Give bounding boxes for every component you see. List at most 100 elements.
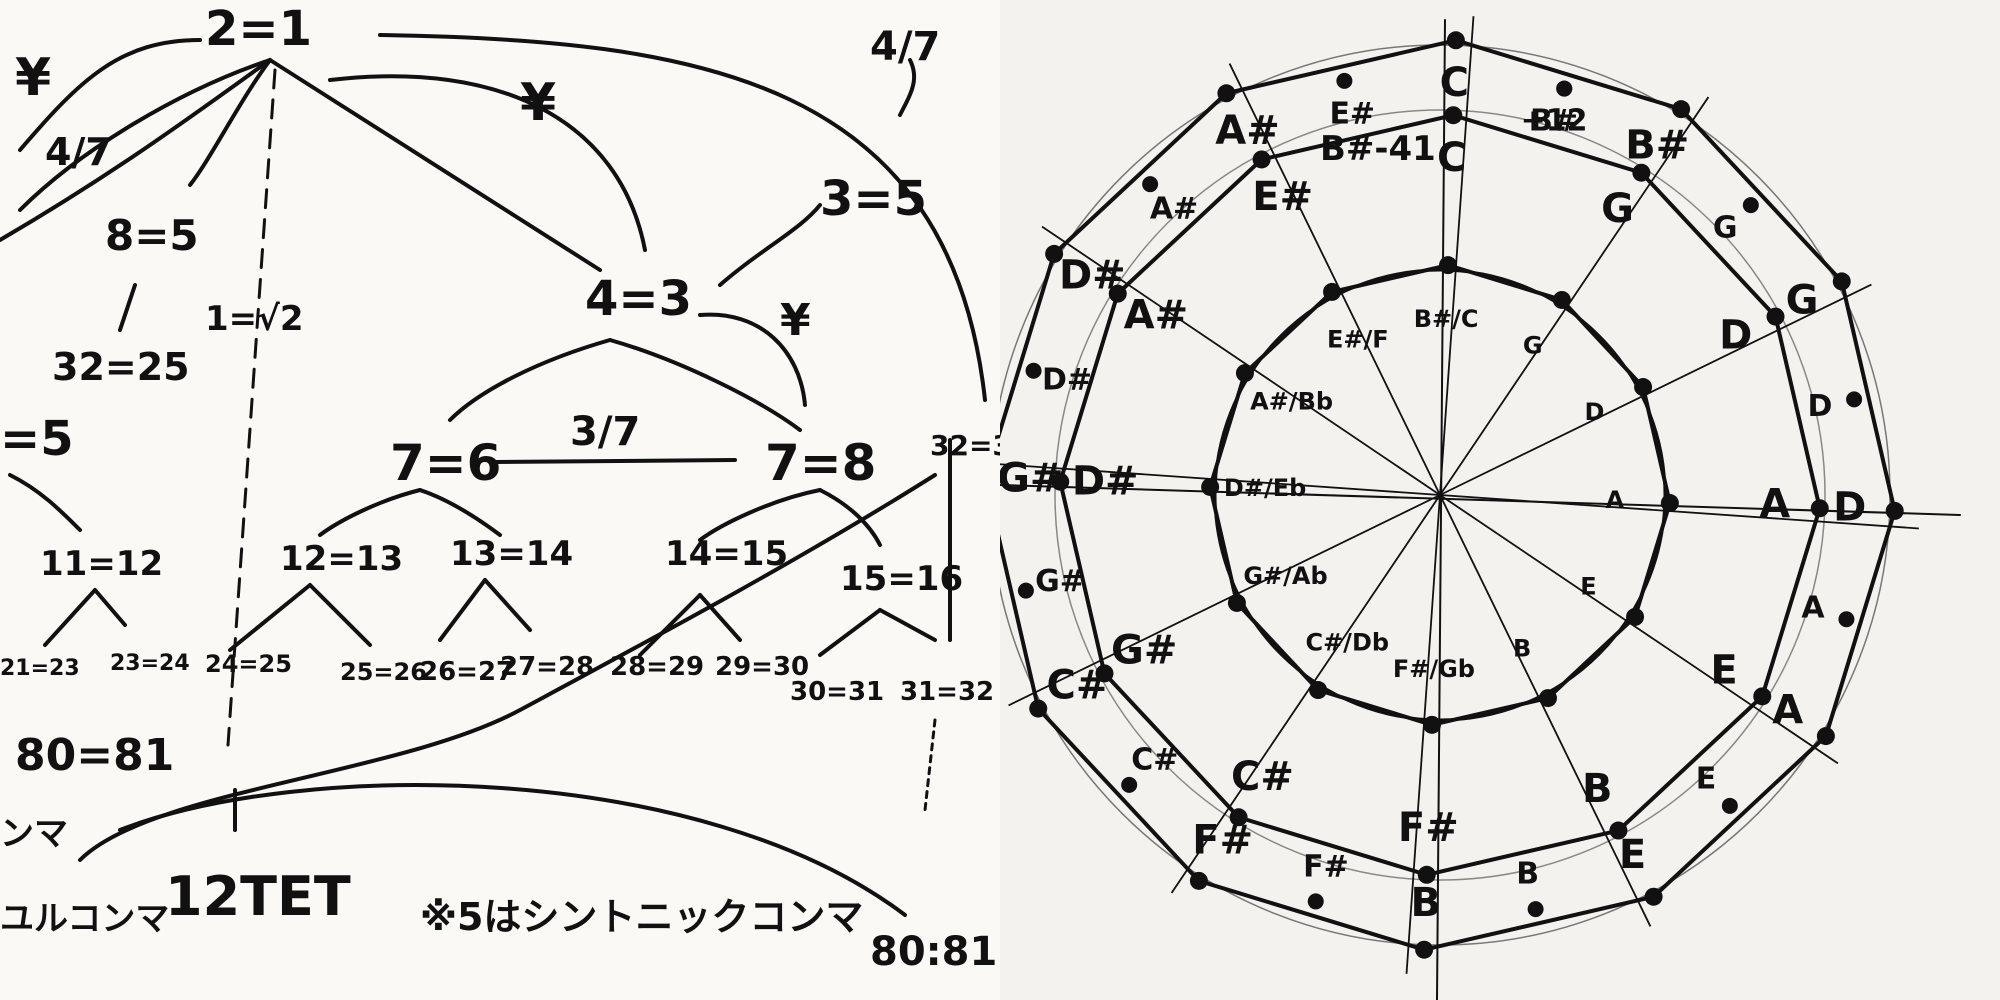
middle-note-dot-label: D# [1072,458,1139,504]
spiral-note-label: C# [1131,742,1178,777]
ratio-7-6: 7=6 [390,434,501,492]
outer-note-dot-label: C [1440,60,1469,106]
tree-edge [898,58,917,117]
spoke-line [1439,494,1839,765]
yen-mark-2: ¥ [520,73,556,133]
spiral-note-label: +12 [1521,104,1588,139]
spiral-note-label: E [1696,762,1717,797]
spiral-note-dot [1142,176,1159,193]
tree-edge [878,608,937,642]
inner-note-dot-label: D [1585,398,1605,426]
middle-note-dot-label: C [1437,135,1466,181]
ratio-row3-a: 11=12 [40,544,163,584]
outer-note-dot-label: B# [1625,122,1689,168]
ratio-row3-d: 14=15 [665,534,788,574]
middle-note-dot [1810,499,1829,518]
tree-edge [818,488,882,547]
ratio-tree-panel: 2=1 4/7 ¥ ¥ ¥ 4/7 8=5 32=25 1=√2 3=5 4=3… [0,1,1000,975]
tree-edge [93,588,127,627]
tree-edge [0,58,272,242]
ratio-row4-3: 24=25 [205,650,292,678]
tree-edge [118,783,907,917]
outer-note-dot-label: E [1619,832,1646,878]
ratio-row3-e: 15=16 [840,559,963,599]
continuation-dots [923,718,937,812]
top-left-label: 4/7 [45,130,112,174]
spiral-note-label: D# [1042,362,1092,397]
ratio-8-5: 8=5 [105,211,199,260]
ratio-4-3: 4=3 [585,271,692,327]
bottom-left-cut-text: ンマ [0,814,68,854]
ratio-left-5: =5 [0,411,74,467]
spiral-note-dot [1025,362,1042,379]
inner-note-dot-label: A [1606,486,1625,514]
root-ratio: 2=1 [205,1,312,57]
ratio-row4-8: 29=30 [715,652,809,682]
inner-note-dot [1439,256,1458,275]
inner-note-dot [1309,681,1328,700]
outer-note-dot [1217,84,1236,103]
middle-note-dot-label: A# [1124,292,1188,338]
spoke-line [1439,494,1652,927]
ratio-32-25: 32=25 [52,345,190,389]
inner-note-dot-label: E#/F [1327,325,1389,353]
outer-note-dot-label: A [1772,687,1803,733]
outer-note-dot-label: A# [1215,108,1279,154]
ratio-80-81-bottom: 80:81 [870,929,997,975]
ratio-row4-7: 28=29 [610,652,704,682]
middle-note-dot [1632,163,1651,182]
spiral-note-dot [1336,72,1353,89]
spoke-line [1439,494,1919,530]
vertical-axis-line [1436,19,1446,1000]
spiral-note-label: A# [1150,191,1198,226]
spoke-line [1008,494,1441,707]
outer-note-dot [1189,871,1208,890]
middle-note-dot-label: E# [1252,174,1313,220]
spoke-line [1439,283,1872,496]
spoke-line [1439,96,1710,496]
outer-note-dot [1644,887,1663,906]
middle-note-dot-label: G [1601,186,1634,232]
yen-mark-3: ¥ [780,295,811,346]
spiral-note-dot [1556,80,1573,97]
b-sharp-annotation: B#-41 [1320,129,1436,169]
inner-note-dot [1201,477,1220,496]
inner-note-dot [1660,494,1679,513]
spiral-note-label: G [1713,211,1738,246]
outer-note-dot-label: D [1833,484,1866,530]
tree-edge [483,578,532,632]
inner-note-dot-label: A#/Bb [1250,387,1333,415]
outer-note-dot-label: G [1786,278,1819,324]
middle-guide-circle [1054,109,1826,881]
middle-note-dot-label: D [1719,313,1752,359]
outer-note-dot-label: D# [1059,253,1126,299]
middle-note-dot-label: F# [1398,805,1459,851]
outer-note-dot-label: G# [1000,456,1063,502]
tree-edge [318,488,422,537]
spoke-line [1000,463,1441,496]
ratio-row4-6: 27=28 [500,652,594,682]
bottom-left-text: ユルコンマ [0,899,169,939]
inner-note-dot [1626,607,1645,626]
tree-edge [698,593,742,642]
sqrt2-dashed-line [226,68,277,747]
ratio-1-sqrt2: 1=√2 [205,299,303,339]
middle-note-dot-label: A [1759,482,1790,528]
ratio-80-81-left: 80=81 [15,730,174,781]
spiral-note-dot [1527,901,1544,918]
spiral-note-label: G# [1035,564,1085,599]
outer-note-dot [1045,244,1064,263]
middle-note-dot-label: B [1582,766,1613,812]
ratio-32-31: 32=31 [930,429,1000,462]
outer-note-dot [1832,272,1851,291]
inner-note-dot [1538,689,1557,708]
middle-note-dot-label: E [1710,648,1737,694]
ratio-row4-2: 23=24 [110,651,190,676]
tree-edge [608,338,802,432]
inner-note-dot-label: D#/Eb [1224,474,1306,502]
outer-note-dot-label: B [1410,880,1441,926]
tree-edge [228,583,312,652]
ratio-row3-b: 12=13 [280,539,403,579]
